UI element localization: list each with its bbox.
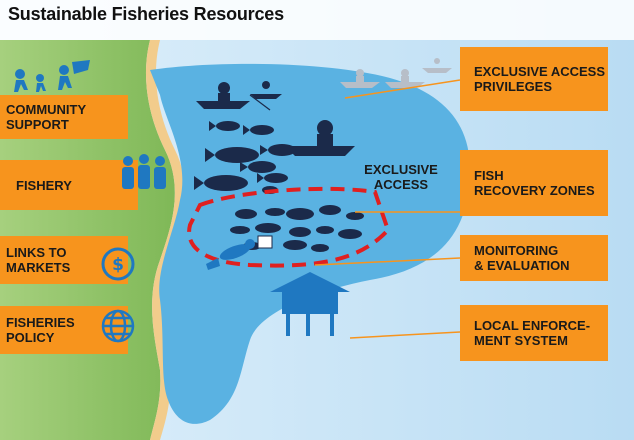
exclusive-access-label: EXCLUSIVE ACCESS [364,162,438,192]
dollar-coin-icon: $ [101,247,135,281]
box-label: FISHERY [16,177,72,193]
connector-lines [314,79,461,339]
community-support-box: COMMUNITY SUPPORT [0,95,128,139]
globe-policy-icon [101,309,135,343]
fish-recovery-zones-box: FISH RECOVERY ZONES [460,150,608,216]
distant-boats [340,58,452,88]
local-enforcement-system-box: LOCAL ENFORCE- MENT SYSTEM [460,305,608,361]
svg-text:$: $ [112,255,124,275]
community-run-icon [14,60,90,92]
box-label: COMMUNITY SUPPORT [6,102,87,132]
box-label: EXCLUSIVE ACCESS PRIVILEGES [474,64,605,94]
exclusive-access-privileges-box: EXCLUSIVE ACCESS PRIVILEGES [460,47,608,111]
stilt-hut-icon [270,272,350,336]
people-group-icon [122,154,166,189]
bay-boats [196,81,355,156]
box-label: LINKS TO MARKETS [6,245,71,275]
fish-school-outside [194,121,296,194]
monitoring-evaluation-box: MONITORING & EVALUATION [460,235,608,281]
sand-strip [145,40,185,440]
title-band [0,0,634,40]
fisheries-policy-box: FISHERIES POLICY [0,306,128,354]
box-label: FISHERIES POLICY [6,315,75,345]
page-title: Sustainable Fisheries Resources [8,4,284,24]
fishery-box: FISHERY [0,160,138,210]
links-to-markets-box: LINKS TO MARKETS [0,236,128,284]
box-label: FISH RECOVERY ZONES [474,168,595,198]
box-label: LOCAL ENFORCE- MENT SYSTEM [474,318,591,348]
box-label: MONITORING & EVALUATION [474,243,570,273]
diver-icon [206,235,273,270]
